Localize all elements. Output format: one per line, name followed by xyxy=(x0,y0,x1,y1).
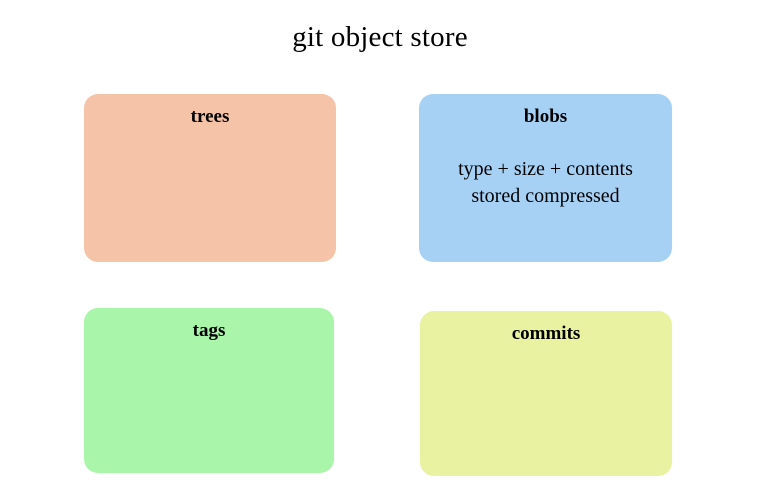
object-box-tags-label: tags xyxy=(192,320,226,341)
object-box-blobs-label: blobs xyxy=(523,106,568,127)
object-box-blobs-body-line-1: type + size + contents xyxy=(458,158,633,180)
object-box-blobs: blobs type + size + contents stored comp… xyxy=(419,94,672,262)
page-title: git object store xyxy=(292,21,468,53)
object-box-commits: commits xyxy=(420,311,672,476)
object-box-tags: tags xyxy=(84,308,334,473)
object-box-commits-label: commits xyxy=(511,323,581,344)
object-box-blobs-body: type + size + contents stored compressed xyxy=(425,156,666,210)
object-box-trees: trees xyxy=(84,94,336,262)
object-box-blobs-body-line-2: stored compressed xyxy=(471,185,620,207)
object-box-trees-label: trees xyxy=(190,106,230,127)
